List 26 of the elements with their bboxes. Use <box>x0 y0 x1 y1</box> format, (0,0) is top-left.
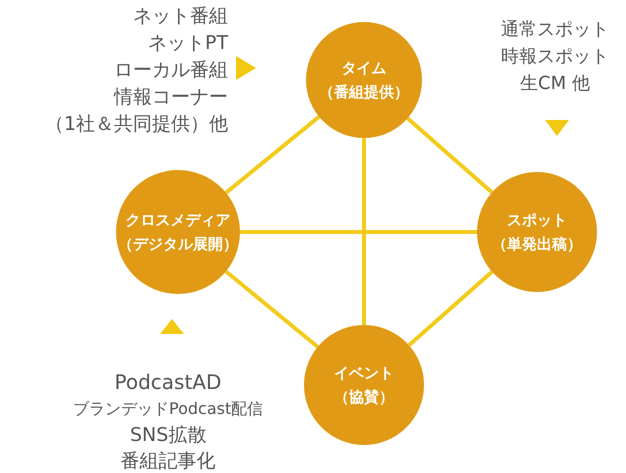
service-item: 生CM 他 <box>520 72 590 96</box>
service-item: 情報コーナー <box>114 85 228 109</box>
circle-title: クロスメディア <box>126 210 230 231</box>
service-item: （1社＆共同提供）他 <box>45 112 228 136</box>
service-item: ローカル番組 <box>114 58 228 82</box>
service-item: ネットPT <box>148 31 228 55</box>
service-item: ネット番組 <box>133 4 228 28</box>
service-item: 時報スポット <box>501 45 609 69</box>
connector-line <box>362 138 366 325</box>
circle-subtitle: （番組提供） <box>319 82 409 103</box>
service-item: 番組記事化 <box>120 449 216 473</box>
connector-line <box>406 116 494 194</box>
circle-subtitle: （デジタル展開） <box>118 234 238 255</box>
service-item: 通常スポット <box>501 18 609 42</box>
connector-line <box>240 230 477 234</box>
connector-line <box>408 270 494 347</box>
circle-subtitle: （協賛） <box>334 387 394 408</box>
service-item: SNS拡散 <box>130 423 206 447</box>
service-item: ブランデッドPodcast配信 <box>73 398 264 420</box>
circle-title: スポット <box>507 210 567 231</box>
circle-subtitle: （単発出稿） <box>492 234 582 255</box>
service-item: PodcastAD <box>114 370 222 394</box>
connector-line <box>224 270 319 348</box>
connector-line <box>224 115 320 194</box>
circle-title: タイム <box>342 58 386 79</box>
circle-title: イベント <box>334 363 394 384</box>
